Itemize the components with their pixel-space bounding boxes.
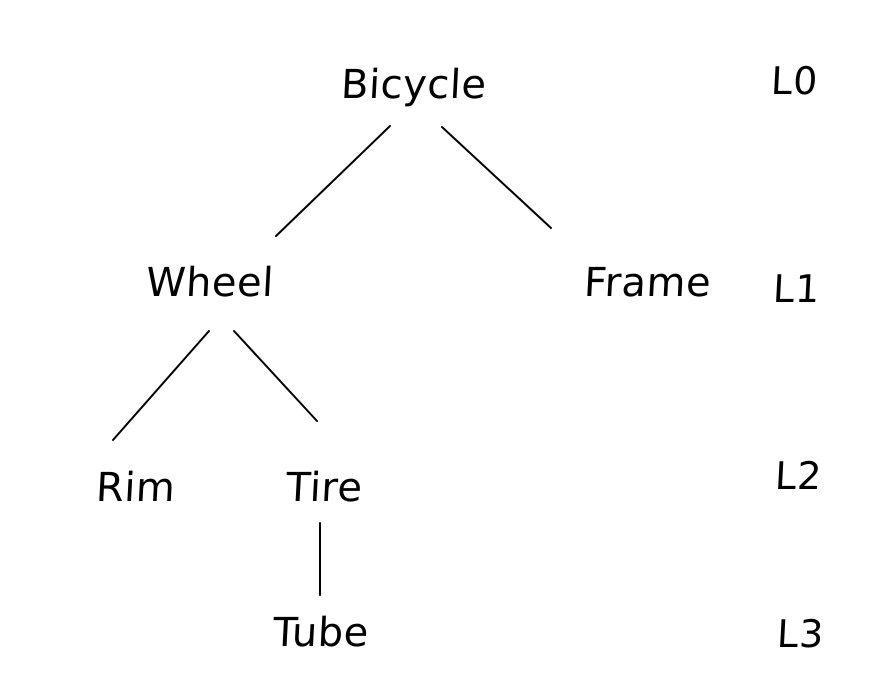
node-rim[interactable]: Rim: [94, 465, 177, 511]
level-label-l0: L0: [769, 59, 820, 103]
level-label-l3: L3: [775, 612, 826, 656]
edge-wheel-tire: [233, 330, 318, 422]
level-label-l2: L2: [773, 454, 824, 498]
edge-bicycle-frame: [441, 126, 552, 229]
node-frame[interactable]: Frame: [582, 260, 713, 306]
node-bicycle[interactable]: Bicycle: [339, 62, 488, 108]
node-tire[interactable]: Tire: [284, 465, 364, 511]
node-tube[interactable]: Tube: [271, 610, 370, 656]
level-label-l1: L1: [771, 267, 822, 311]
edge-bicycle-wheel: [275, 125, 391, 237]
node-wheel[interactable]: Wheel: [144, 260, 275, 306]
edge-wheel-rim: [112, 330, 210, 441]
